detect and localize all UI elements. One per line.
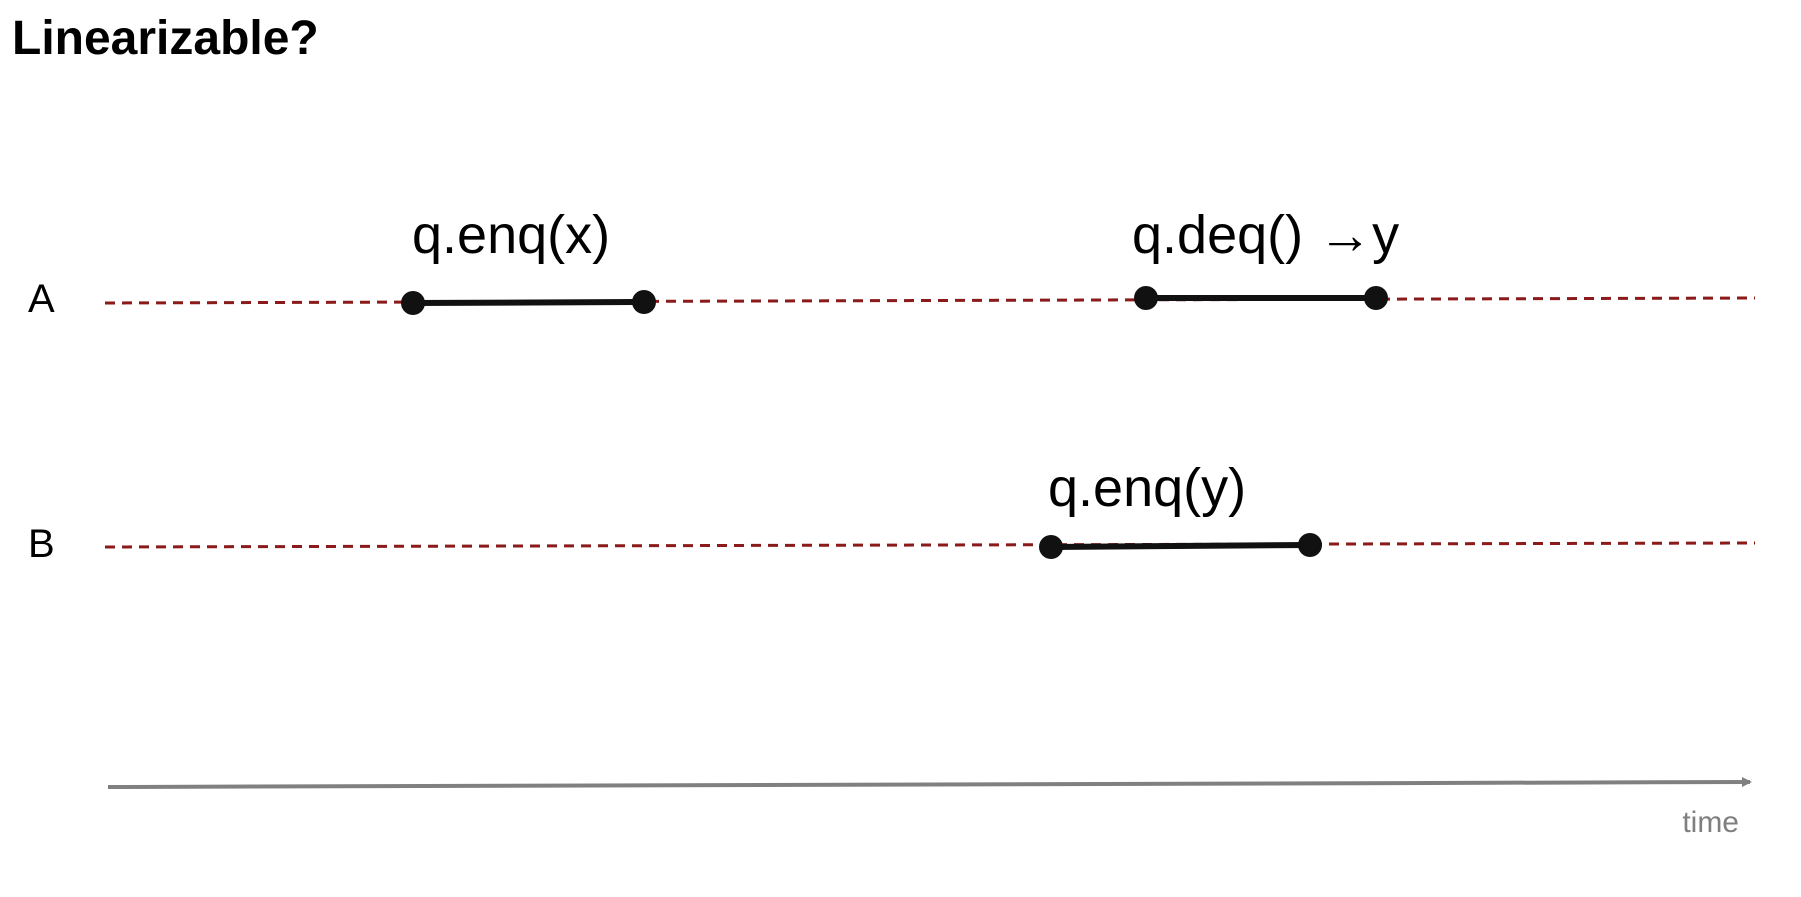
- interval-end-dot: [632, 290, 656, 314]
- thread-a-enq-x-label: q.enq(x): [412, 205, 610, 265]
- thread-b-label: B: [28, 522, 55, 566]
- thread-a-deq-label: q.deq() →y: [1132, 205, 1399, 265]
- interval-start-dot: [1039, 535, 1063, 559]
- thread-b-timeline: [104, 541, 1756, 549]
- thread-a-deq-interval: [1134, 286, 1388, 310]
- time-axis-label: time: [1682, 806, 1739, 839]
- thread-a-timeline: [104, 296, 1756, 305]
- interval-end-dot: [1364, 286, 1388, 310]
- time-axis-arrow: [107, 777, 1752, 789]
- thread-a-label: A: [28, 277, 55, 321]
- interval-end-dot: [1298, 533, 1322, 557]
- thread-b-enq-y-label: q.enq(y): [1048, 458, 1246, 518]
- thread-a-enq-x-interval: [401, 290, 656, 315]
- interval-start-dot: [1134, 286, 1158, 310]
- thread-b-enq-y-interval: [1039, 533, 1322, 559]
- page-title: Linearizable?: [12, 12, 319, 65]
- interval-start-dot: [401, 291, 425, 315]
